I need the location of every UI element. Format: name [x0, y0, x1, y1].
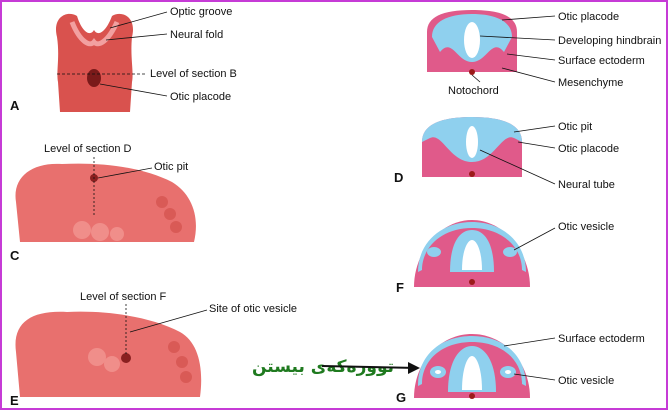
label-otic-placode-a: Otic placode — [170, 91, 231, 103]
otic-placode-a — [87, 69, 101, 87]
panel-g: Surface ectoderm Otic vesicle G — [396, 333, 645, 405]
panel-letter-f: F — [396, 280, 404, 295]
label-optic-groove: Optic groove — [170, 6, 232, 18]
somite-1 — [156, 196, 168, 208]
embryo-lateral-e — [15, 312, 201, 397]
neural-tube-lumen-d — [466, 126, 478, 158]
panel-f: Otic vesicle F — [396, 220, 614, 295]
panel-c: Level of section D Otic pit C — [10, 143, 196, 263]
label-neural-tube: Neural tube — [558, 179, 615, 191]
label-level-section-b: Level of section B — [150, 68, 237, 80]
annotation-group: تووره‌كه‌ی بیستن — [252, 357, 420, 377]
panel-letter-d: D — [394, 170, 403, 185]
panel-b: Otic placode Developing hindbrain Surfac… — [427, 10, 661, 97]
label-otic-pit-c: Otic pit — [154, 161, 188, 173]
label-developing-hindbrain: Developing hindbrain — [558, 35, 661, 47]
notochord-f — [469, 279, 475, 285]
somite-e-1 — [168, 341, 180, 353]
label-notochord: Notochord — [448, 85, 499, 97]
label-surface-ectoderm-b: Surface ectoderm — [558, 55, 645, 67]
panel-d: Otic pit Otic placode Neural tube D — [394, 117, 619, 191]
label-otic-vesicle-g: Otic vesicle — [558, 375, 614, 387]
panel-letter-e: E — [10, 393, 19, 408]
otic-vesicle-g-right-lumen — [505, 370, 511, 374]
panel-e: Level of section F Site of otic vesicle … — [10, 291, 297, 408]
annotation-arrowhead — [408, 362, 420, 374]
panel-letter-a: A — [10, 98, 20, 113]
label-level-section-d: Level of section D — [44, 143, 131, 155]
arch-1 — [73, 221, 91, 239]
somite-3 — [170, 221, 182, 233]
panel-letter-g: G — [396, 390, 406, 405]
embryo-head-a — [56, 14, 133, 112]
label-otic-pit-d: Otic pit — [558, 121, 592, 133]
somite-e-2 — [176, 356, 188, 368]
label-otic-vesicle-f: Otic vesicle — [558, 221, 614, 233]
otic-vesicle-site-e — [121, 353, 131, 363]
notochord-g — [469, 393, 475, 399]
label-otic-placode-b: Otic placode — [558, 11, 619, 23]
somite-e-3 — [180, 371, 192, 383]
label-level-section-f: Level of section F — [80, 291, 166, 303]
otic-vesicle-f-right — [503, 247, 517, 257]
label-surface-ectoderm-g: Surface ectoderm — [558, 333, 645, 345]
arch-e-1 — [88, 348, 106, 366]
panel-letter-c: C — [10, 248, 20, 263]
label-mesenchyme: Mesenchyme — [558, 77, 623, 89]
arch-e-2 — [104, 356, 120, 372]
somite-2 — [164, 208, 176, 220]
otic-vesicle-f-left — [427, 247, 441, 257]
otic-vesicle-g-left-lumen — [435, 370, 441, 374]
arch-2 — [91, 223, 109, 241]
arch-3 — [110, 227, 124, 241]
hindbrain-lumen-b — [464, 22, 480, 58]
label-site-otic-vesicle: Site of otic vesicle — [209, 303, 297, 315]
notochord-b — [469, 69, 475, 75]
label-otic-placode-d: Otic placode — [558, 143, 619, 155]
notochord-d — [469, 171, 475, 177]
label-neural-fold: Neural fold — [170, 29, 223, 41]
panel-a: Optic groove Neural fold Level of sectio… — [10, 6, 237, 113]
